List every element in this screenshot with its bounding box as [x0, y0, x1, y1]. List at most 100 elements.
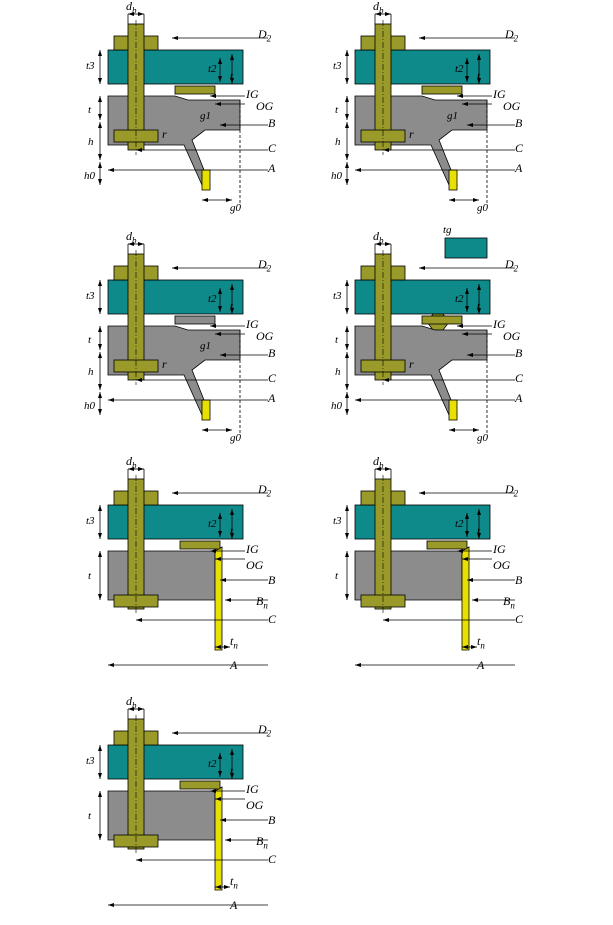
diagram-canvas: [98, 707, 268, 907]
t3-label: t3: [333, 290, 342, 302]
arrow-head: [477, 78, 481, 84]
t-label: t: [335, 334, 339, 346]
stub-end: [214, 786, 223, 891]
arrow-head: [345, 280, 349, 286]
stub-end: [214, 546, 223, 651]
arrow-head: [98, 409, 102, 415]
r-label: r: [162, 127, 167, 141]
g0-label: g0: [230, 202, 241, 214]
arrow-head: [138, 707, 144, 711]
arrow-head: [98, 773, 102, 779]
arrow-head: [136, 378, 142, 382]
arrow-head: [220, 123, 226, 127]
B-label: B: [268, 813, 276, 827]
arrow-head: [220, 353, 226, 357]
arrow-head: [98, 326, 102, 332]
t-cover-label: t: [230, 525, 234, 537]
arrow-head: [215, 645, 221, 649]
arrow-head: [465, 306, 469, 312]
arrow-head: [462, 557, 468, 561]
diagram-canvas: [345, 467, 515, 667]
C-label: C: [515, 141, 524, 155]
t-cover-label: t: [230, 765, 234, 777]
arrow-head: [128, 707, 134, 711]
gasket: [179, 780, 221, 790]
flange-body: [107, 550, 216, 601]
arrow-head: [210, 789, 216, 793]
A-label: A: [230, 658, 238, 672]
arrow-head: [225, 838, 231, 842]
arrow-head: [230, 773, 234, 779]
arrow-head: [375, 12, 381, 16]
D2-label: D2: [505, 482, 519, 499]
arrow-head: [220, 818, 226, 822]
arrow-head: [98, 308, 102, 314]
arrow-head: [472, 598, 478, 602]
D2-label: D2: [258, 722, 272, 739]
arrow-head: [225, 598, 231, 602]
OG-label: OG: [256, 99, 274, 113]
g1-label: g1: [447, 110, 458, 122]
arrow-head: [98, 162, 102, 168]
B-label: B: [515, 346, 523, 360]
arrow-head: [218, 288, 222, 294]
arrow-head: [467, 123, 473, 127]
C-label: C: [268, 141, 277, 155]
weld-neck: [201, 169, 211, 191]
arrow-head: [138, 12, 144, 16]
arrow-head: [230, 78, 234, 84]
IG-label: IG: [246, 87, 259, 101]
arrow-head: [218, 753, 222, 759]
arrow-head: [345, 50, 349, 56]
arrow-head: [202, 428, 208, 432]
arrow-head: [210, 549, 216, 553]
B-label: B: [268, 346, 276, 360]
arrow-head: [128, 467, 134, 471]
arrow-head: [345, 154, 349, 160]
arrow-head: [345, 409, 349, 415]
flange-body: [354, 550, 463, 601]
arrow-head: [218, 513, 222, 519]
arrow-head: [375, 467, 381, 471]
IG-label: IG: [246, 542, 259, 556]
IG-label: IG: [246, 782, 259, 796]
arrow-head: [98, 280, 102, 286]
weld-neck: [448, 399, 458, 421]
arrow-head: [98, 594, 102, 600]
arrow-head: [477, 533, 481, 539]
A-label: A: [268, 161, 276, 175]
IG-label: IG: [493, 317, 506, 331]
A-label: A: [268, 391, 276, 405]
arrow-head: [136, 858, 142, 862]
arrow-head: [230, 308, 234, 314]
db-label: db: [126, 694, 137, 711]
A-label: A: [515, 391, 523, 405]
arrow-head: [230, 509, 234, 515]
arrow-head: [345, 352, 349, 358]
arrow-head: [467, 578, 473, 582]
t2-label: t2: [455, 63, 464, 75]
gasket: [174, 85, 216, 95]
B-label: B: [268, 573, 276, 587]
C-label: C: [268, 852, 277, 866]
gasket: [179, 540, 221, 550]
t-cover-label: t: [477, 300, 481, 312]
arrow-head: [128, 12, 134, 16]
arrow-head: [215, 557, 221, 561]
t-label: t: [88, 810, 92, 822]
arrow-head: [98, 791, 102, 797]
arrow-head: [98, 745, 102, 751]
arrow-head: [345, 96, 349, 102]
arrow-head: [138, 242, 144, 246]
arrow-head: [345, 114, 349, 120]
arrow-head: [98, 122, 102, 128]
h-label: h: [88, 136, 94, 148]
tg-label: tg: [443, 224, 452, 236]
arrow-head: [202, 198, 208, 202]
tn-label: tn: [230, 634, 238, 651]
Bn-label: Bn: [256, 834, 268, 851]
t2-label: t2: [455, 293, 464, 305]
diagram-canvas: [345, 237, 515, 435]
